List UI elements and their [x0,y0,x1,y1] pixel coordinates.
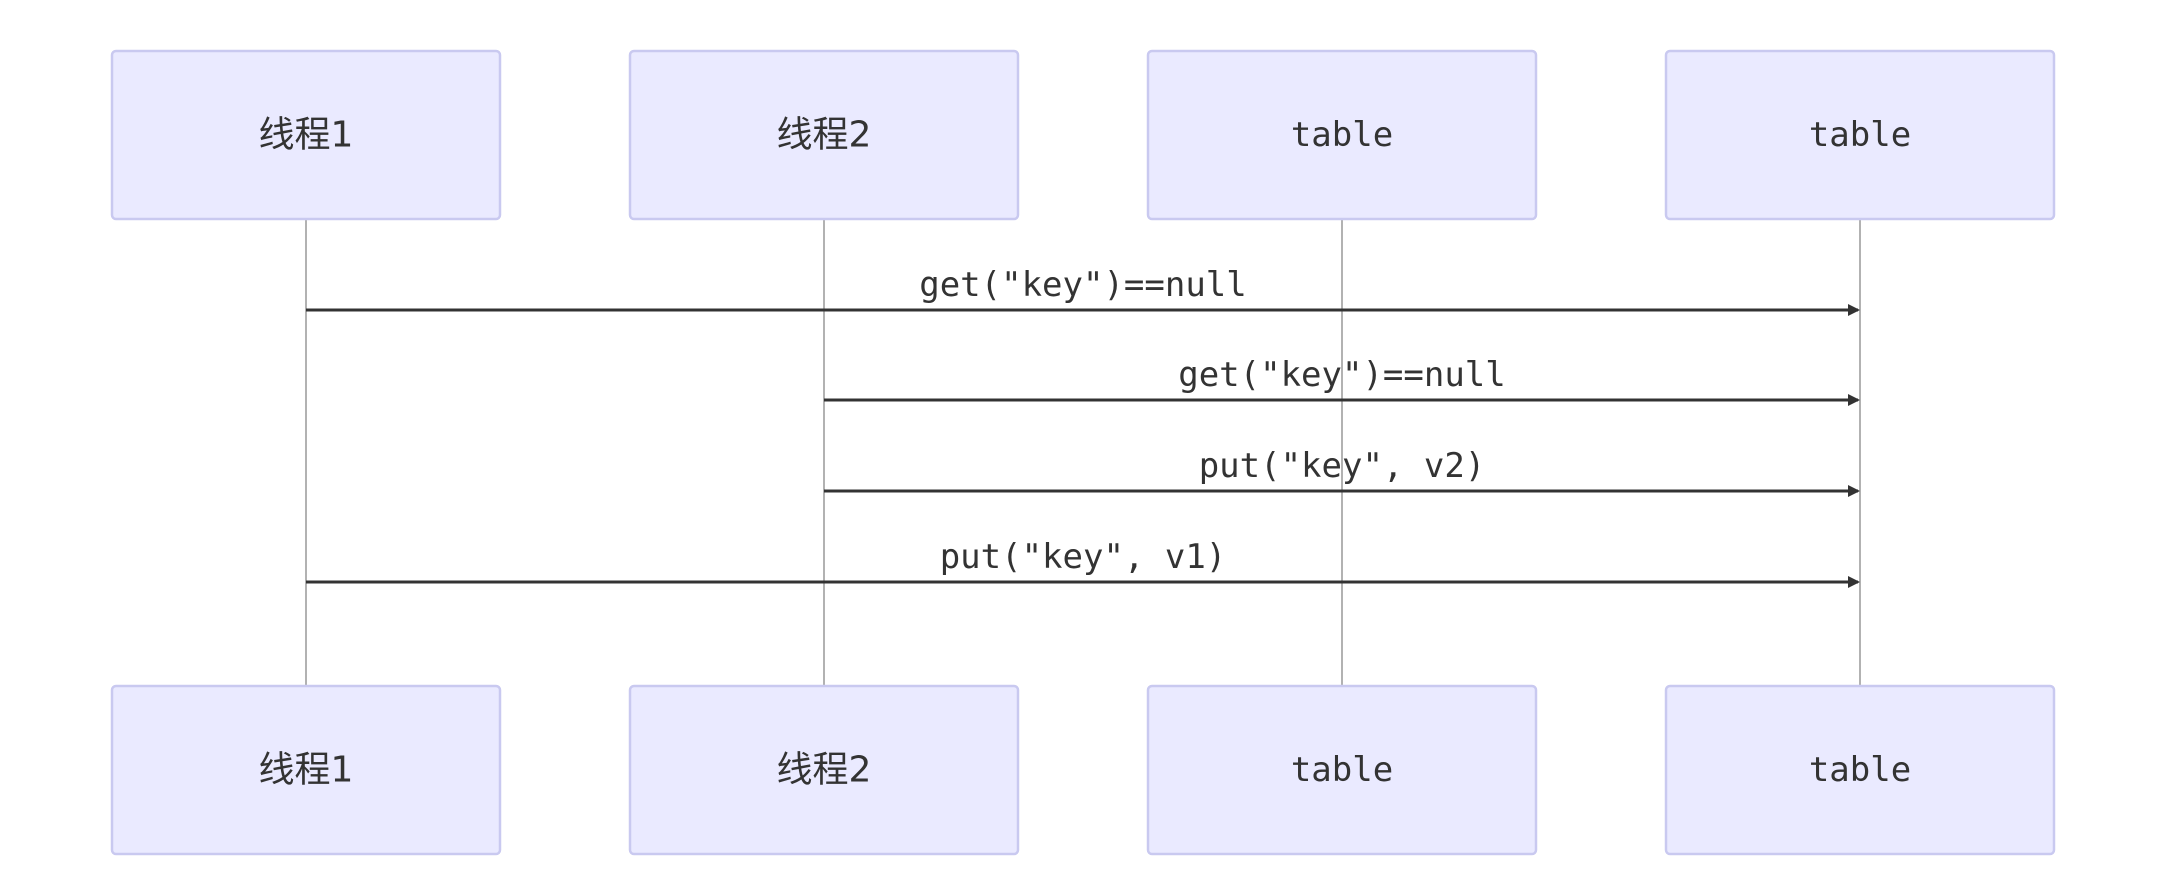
lifelines [305,219,1861,686]
actor-bottom-1: 线程1 [110,684,502,856]
actor-top-1: 线程1 [110,49,502,221]
actor-bottom-4: table [1664,684,2056,856]
messages: get("key")==null get("key")==null put("key… [306,265,1860,588]
actor-label: 线程1 [259,115,354,156]
message-label-3: put("key", v2) [1199,446,1486,486]
actor-box [1146,49,1538,221]
actor-label: 线程2 [777,115,872,156]
actor-box [1664,684,2056,856]
actor-label: 线程2 [777,750,872,791]
actor-label: 线程1 [259,750,354,791]
actor-label: table [1291,115,1393,155]
actor-label: table [1291,750,1393,790]
actor-box [628,49,1020,221]
actor-top-4: table [1664,49,2056,221]
actor-box [110,49,502,221]
actor-label: table [1809,750,1911,790]
actor-bottom-3: table [1146,684,1538,856]
actor-label: table [1809,115,1911,155]
actors-bottom: 线程1 线程2 table table [110,684,2056,856]
actor-box [628,684,1020,856]
actor-top-2: 线程2 [628,49,1020,221]
message-label-2: get("key")==null [1178,355,1506,395]
actor-box [110,684,502,856]
actor-box [1146,684,1538,856]
message-label-1: get("key")==null [919,265,1247,305]
actor-top-3: table [1146,49,1538,221]
actor-box [1664,49,2056,221]
actors-top: 线程1 线程2 table table [110,49,2056,221]
actor-bottom-2: 线程2 [628,684,1020,856]
message-label-4: put("key", v1) [940,537,1227,577]
